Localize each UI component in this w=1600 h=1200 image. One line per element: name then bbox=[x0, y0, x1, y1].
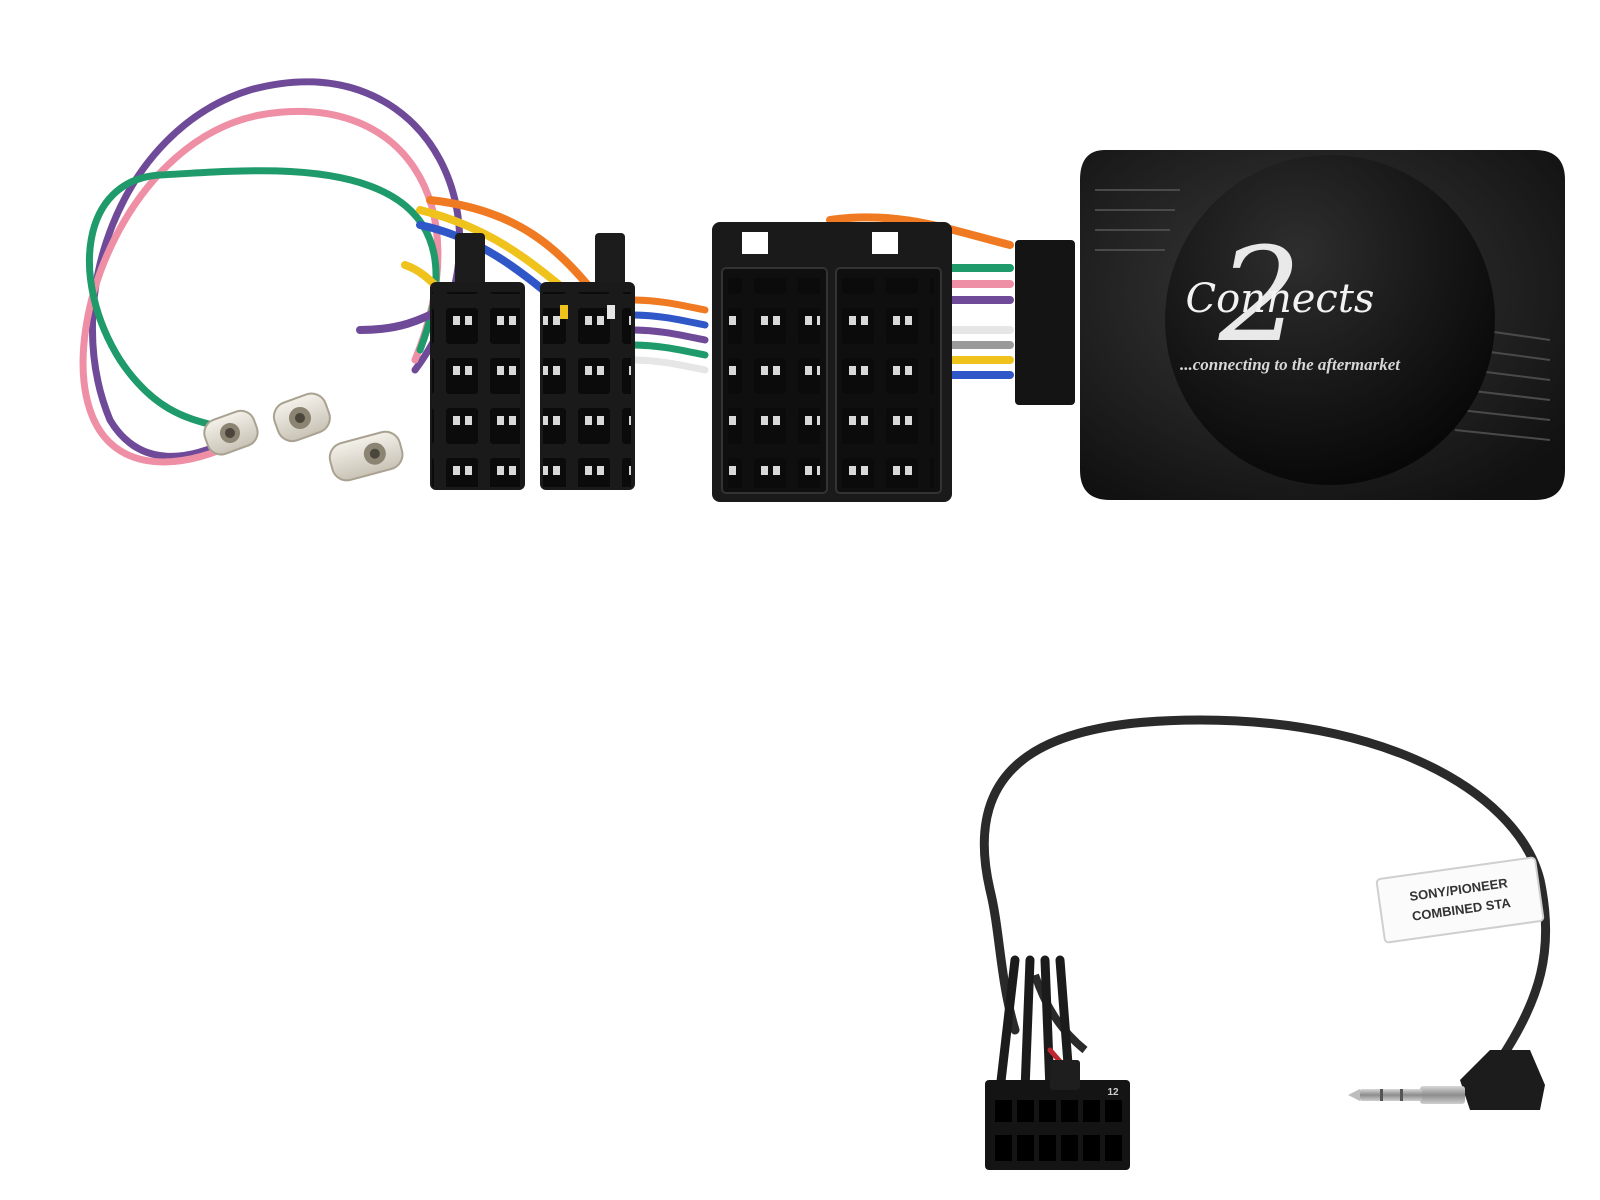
wire-bundle-mid-1 bbox=[626, 296, 709, 314]
wire-green-loop bbox=[85, 167, 440, 434]
terminal-2 bbox=[272, 392, 331, 443]
lead-cable bbox=[979, 715, 1551, 1065]
molex-connector: 12 bbox=[985, 1060, 1130, 1170]
lead-label: SONY/PIONEER COMBINED STA bbox=[1375, 856, 1545, 944]
molex-pin-label: 12 bbox=[1107, 1087, 1119, 1098]
wire-bundle-mid-3 bbox=[626, 326, 709, 344]
wire-bundle-mid-2 bbox=[626, 311, 709, 329]
logo-disc bbox=[1165, 155, 1495, 485]
wire-purple-loop bbox=[88, 78, 464, 460]
tagline: ...connecting to the aftermarket bbox=[1180, 355, 1401, 374]
jack-plug bbox=[1348, 1050, 1545, 1110]
iso-connector-right bbox=[712, 222, 952, 502]
wire-bundle-mid-4 bbox=[626, 341, 709, 359]
brand-word: Connects bbox=[1186, 276, 1375, 322]
iso-connector-left-b bbox=[540, 233, 635, 490]
lead-cable-short bbox=[1031, 973, 1088, 1054]
patch-lead: SONY/PIONEER COMBINED STA bbox=[979, 715, 1551, 1170]
terminal-1 bbox=[203, 409, 259, 456]
wire-pink-loop bbox=[79, 107, 442, 466]
wire-bundle-mid-5 bbox=[626, 356, 709, 374]
interface-box: 2 Connects ...connecting to the aftermar… bbox=[1015, 150, 1565, 500]
brand-digit: 2 bbox=[1218, 219, 1302, 371]
iso-connector-left-a bbox=[430, 233, 525, 490]
spade-terminals bbox=[203, 392, 404, 482]
terminal-3 bbox=[328, 430, 404, 482]
